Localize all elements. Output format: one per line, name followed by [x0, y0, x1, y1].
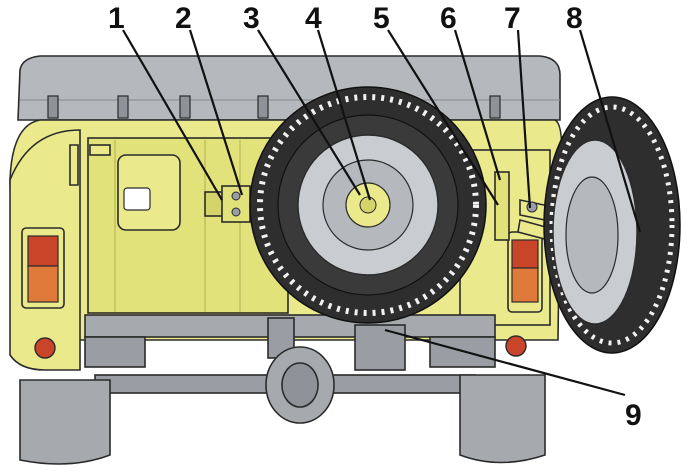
tailgate-handle: [69, 144, 79, 186]
callout-7: 7: [504, 2, 521, 35]
callout-9: 9: [625, 399, 642, 432]
spare-wheel-swung: [543, 96, 681, 354]
callout-4: 4: [305, 2, 322, 35]
callout-2: 2: [175, 2, 192, 35]
hinge-bracket: [204, 185, 251, 223]
left-tail-lamp: [21, 227, 65, 359]
spare-wheel-center: [249, 86, 487, 324]
callout-3: 3: [243, 2, 260, 35]
callout-5: 5: [373, 2, 390, 35]
right-rear-wheel: [459, 374, 546, 464]
leader-lines: [122, 29, 642, 397]
rear-axle: [94, 346, 476, 424]
callout-8: 8: [566, 2, 583, 35]
callout-1: 1: [108, 2, 125, 35]
callout-labels: 1 2 3 4 5 6 7 8 9: [108, 2, 642, 432]
right-tail-lamp: [505, 231, 543, 357]
left-rear-wheel: [19, 379, 111, 465]
canopy-straps: [47, 95, 501, 119]
callout-6: 6: [440, 2, 457, 35]
tow-hitch: [354, 324, 406, 371]
left-reflector: [34, 337, 56, 359]
right-reflector: [505, 335, 527, 357]
